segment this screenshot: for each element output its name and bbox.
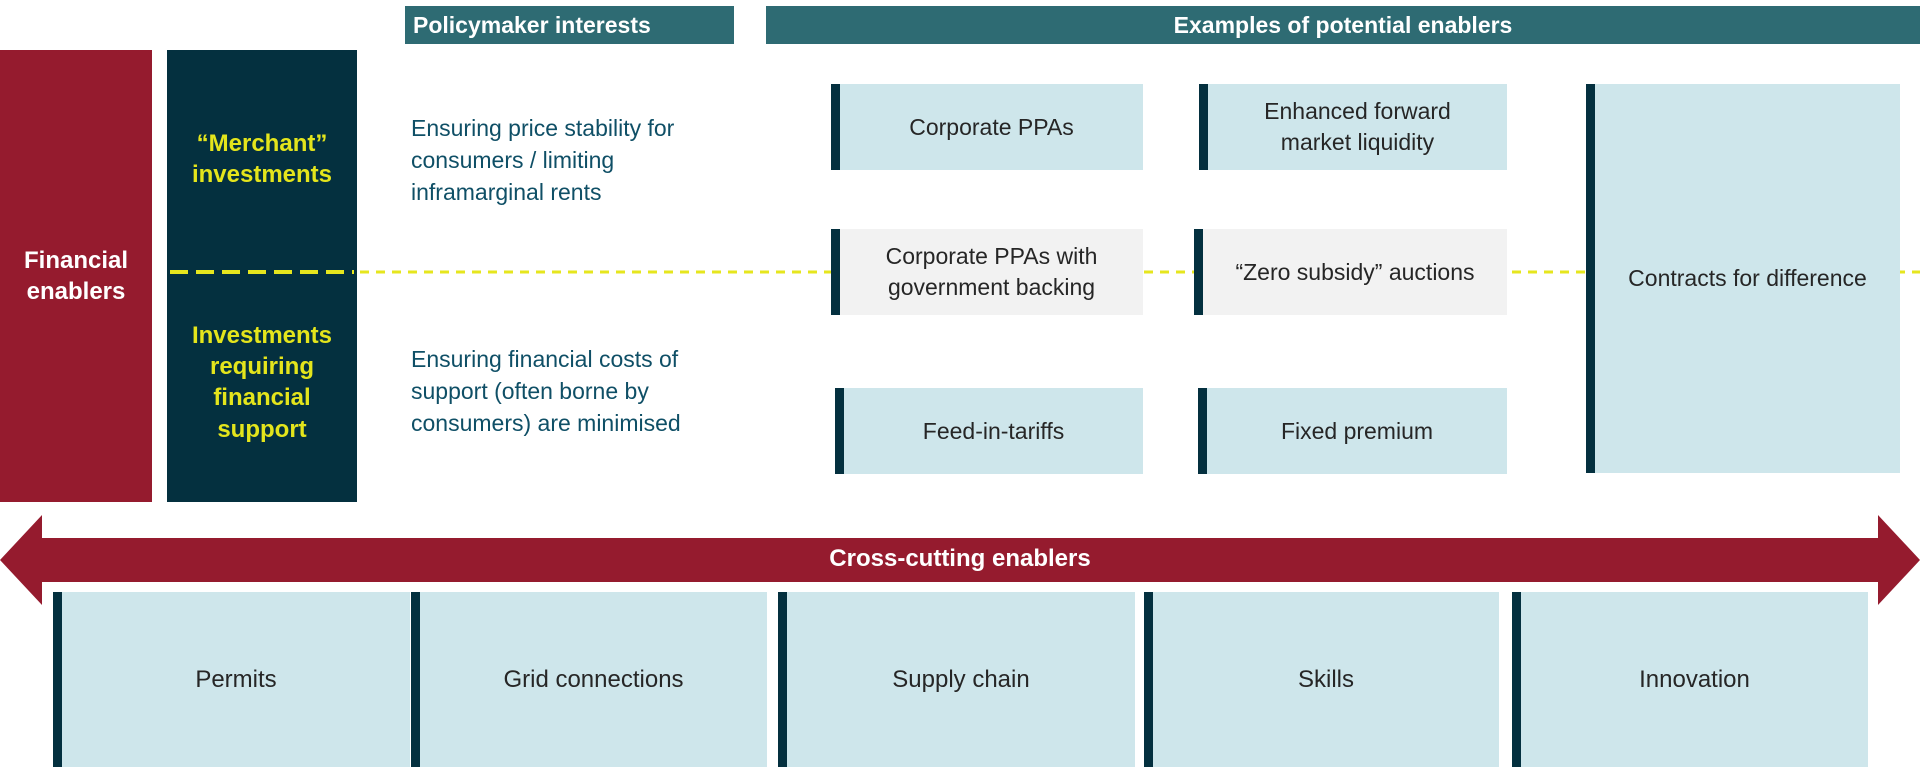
policymaker-interests-header: Policymaker interests xyxy=(405,6,734,44)
cross-cutting-item-label: Supply chain xyxy=(892,665,1030,693)
cross-cutting-item-label: Grid connections xyxy=(503,665,684,693)
cross-cutting-item-label: Skills xyxy=(1297,665,1354,693)
enabler-label: Feed-in-tariffs xyxy=(922,417,1065,444)
enabler-label: Enhanced forward market liquidity xyxy=(1264,98,1451,155)
potential-enablers-header: Examples of potential enablers xyxy=(766,6,1920,44)
enabler-zero-subsidy-auctions: “Zero subsidy” auctions xyxy=(1194,229,1507,315)
enabler-label: Fixed premium xyxy=(1280,417,1434,444)
interest-price-stability: Ensuring price stability for consumers /… xyxy=(411,115,675,205)
enabler-label: Corporate PPAs xyxy=(909,113,1074,140)
enabler-contracts-for-difference: Contracts for difference xyxy=(1586,84,1900,473)
enabler-label: Corporate PPAs with government backing xyxy=(885,243,1098,300)
enabler-feed-in-tariffs: Feed-in-tariffs xyxy=(835,388,1143,474)
cross-cutting-arrow xyxy=(0,515,1920,605)
cross-cutting-skills: Skills xyxy=(1144,592,1499,767)
cross-cutting-innovation: Innovation xyxy=(1512,592,1868,767)
enabler-fixed-premium: Fixed premium xyxy=(1198,388,1507,474)
enabler-forward-market-liquidity: Enhanced forward market liquidity xyxy=(1199,84,1507,170)
merchant-investments-label: “Merchant” investments xyxy=(191,130,333,189)
enabler-label: Contracts for difference xyxy=(1628,265,1867,291)
interest-financial-costs: Ensuring financial costs of support (oft… xyxy=(411,346,681,436)
support-investments-label: Investments requiring financial support xyxy=(191,322,333,443)
enabler-label: “Zero subsidy” auctions xyxy=(1235,258,1475,285)
cross-cutting-grid-connections: Grid connections xyxy=(411,592,767,767)
enabler-corporate-ppas-government: Corporate PPAs with government backing xyxy=(831,229,1143,315)
enabler-corporate-ppas: Corporate PPAs xyxy=(831,84,1143,170)
cross-cutting-supply-chain: Supply chain xyxy=(778,592,1135,767)
double-arrow-shape xyxy=(0,515,1920,605)
financial-enablers-label: Financial enablers xyxy=(23,246,129,305)
cross-cutting-label: Cross-cutting enablers xyxy=(829,545,1091,572)
investment-category-box: “Merchant” investments Investments requi… xyxy=(167,50,357,502)
cross-cutting-item-label: Permits xyxy=(195,665,277,693)
cross-cutting-item-label: Innovation xyxy=(1639,665,1750,693)
cross-cutting-permits: Permits xyxy=(53,592,410,767)
financial-enablers-box: Financial enablers xyxy=(0,50,152,502)
